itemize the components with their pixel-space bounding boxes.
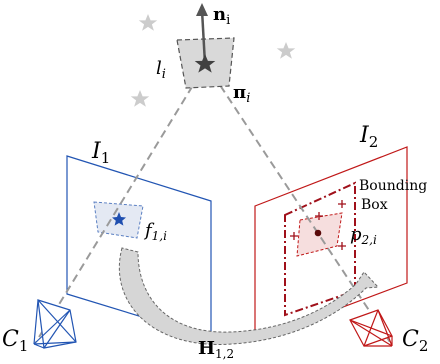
bounding-box-label-line2: Box bbox=[361, 197, 388, 213]
star-icon bbox=[130, 90, 150, 107]
normal-vector bbox=[200, 9, 207, 65]
plus-icon bbox=[338, 242, 346, 250]
homography-label: H1,2 bbox=[198, 338, 234, 361]
feature1-label: f1,i bbox=[143, 220, 167, 243]
corner-markers bbox=[290, 200, 346, 250]
image-plane-2 bbox=[254, 146, 408, 341]
camera1-label: C1 bbox=[2, 327, 28, 355]
normal-label: ni bbox=[213, 4, 230, 28]
camera-2 bbox=[349, 309, 393, 347]
arrow-head-icon bbox=[196, 3, 208, 16]
bounding-box-label: Bounding bbox=[359, 178, 427, 194]
background-stars bbox=[130, 14, 296, 107]
plus-icon bbox=[338, 200, 346, 208]
star-icon bbox=[138, 14, 158, 31]
homography-arrow bbox=[118, 247, 380, 345]
image2-label: I2 bbox=[359, 123, 378, 151]
bounding-box bbox=[284, 181, 356, 317]
camera2-label: C2 bbox=[402, 327, 428, 355]
plane-pi-label: πi bbox=[233, 82, 250, 106]
viewing-rays bbox=[35, 63, 391, 343]
landmark-star-icon bbox=[194, 54, 216, 73]
star-icon bbox=[276, 42, 296, 59]
camera-1 bbox=[33, 299, 77, 349]
plane-l-label: li bbox=[156, 58, 166, 82]
feature2-label: p2,i bbox=[350, 224, 377, 247]
feature-point-1-icon bbox=[112, 212, 126, 226]
plus-icon bbox=[290, 232, 298, 240]
image1-label: I1 bbox=[91, 139, 110, 167]
plus-icon bbox=[315, 212, 323, 220]
feature-point-2 bbox=[314, 229, 322, 237]
